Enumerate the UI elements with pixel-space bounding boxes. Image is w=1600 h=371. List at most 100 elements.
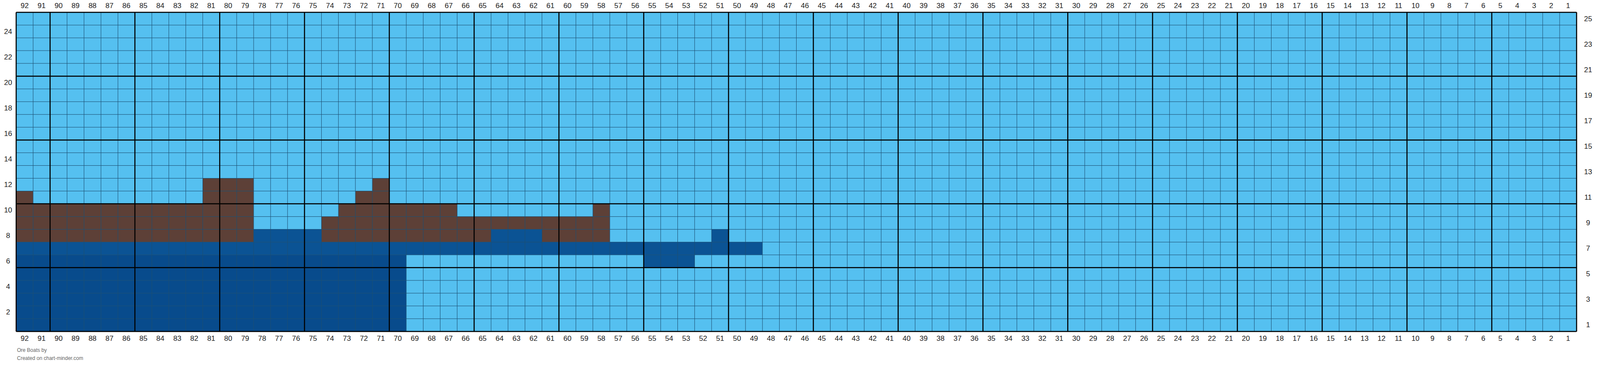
grid-major-line (812, 12, 815, 332)
column-number: 58 (597, 2, 606, 10)
column-number: 78 (257, 335, 266, 343)
column-number: 29 (1089, 335, 1098, 343)
row-number: 14 (4, 155, 13, 163)
row-number: 2 (5, 308, 10, 317)
column-number: 73 (342, 2, 352, 10)
column-number: 79 (241, 335, 250, 343)
column-number: 43 (851, 2, 860, 10)
column-number: 42 (868, 2, 877, 10)
grid-line (16, 216, 1577, 218)
column-number: 91 (37, 2, 46, 10)
row-number: 11 (1584, 194, 1592, 202)
row-number: 24 (4, 28, 13, 36)
column-number: 44 (834, 335, 843, 343)
grid-line (253, 12, 255, 332)
column-number: 72 (360, 335, 369, 343)
grid-line (965, 12, 967, 332)
column-number: 53 (682, 2, 691, 10)
column-number: 86 (122, 2, 131, 10)
grid-major-line (134, 12, 136, 332)
column-number: 28 (1105, 335, 1115, 343)
column-number: 22 (1208, 2, 1217, 10)
column-number: 41 (885, 335, 894, 343)
stitch-block (16, 268, 407, 281)
grid-line (609, 12, 611, 332)
grid-line (32, 12, 34, 332)
column-number: 71 (377, 335, 386, 343)
grid-line (405, 12, 407, 332)
grid-line (626, 12, 627, 332)
grid-line (321, 12, 322, 332)
column-number: 34 (1004, 2, 1013, 10)
column-number: 20 (1241, 2, 1250, 10)
grid-line (847, 12, 848, 332)
column-number: 36 (970, 335, 979, 343)
column-number: 86 (122, 335, 131, 343)
column-number: 76 (291, 2, 300, 10)
row-number: 19 (1584, 91, 1593, 100)
column-number: 31 (1055, 335, 1064, 343)
column-number: 22 (1208, 335, 1217, 343)
column-number: 13 (1360, 2, 1369, 10)
column-number: 51 (716, 2, 725, 10)
grid-line (507, 12, 509, 332)
column-number: 45 (817, 335, 826, 343)
grid-line (185, 12, 186, 332)
grid-line (422, 12, 424, 332)
row-number: 1 (1585, 321, 1590, 329)
column-number: 36 (970, 2, 979, 10)
column-number: 27 (1122, 2, 1132, 10)
grid-line (1220, 12, 1221, 332)
column-number: 8 (1447, 335, 1452, 343)
grid-major-line (388, 12, 391, 332)
grid-major-line (16, 75, 1577, 78)
column-number: 65 (478, 335, 487, 343)
column-number: 39 (919, 335, 928, 343)
grid-line (287, 12, 288, 332)
column-number: 89 (71, 2, 80, 10)
grid-line (863, 12, 865, 332)
row-number: 6 (5, 257, 10, 266)
row-number: 15 (1584, 142, 1593, 151)
column-number: 41 (885, 2, 894, 10)
column-number: 64 (495, 2, 504, 10)
column-number: 91 (37, 335, 46, 343)
column-number: 46 (800, 2, 809, 10)
row-number: 13 (1584, 168, 1593, 176)
grid-line (1033, 12, 1035, 332)
grid-major-line (643, 12, 645, 332)
grid-line (1542, 12, 1543, 332)
grid-line (1457, 12, 1458, 332)
stitch-block (592, 204, 610, 218)
column-number: 72 (360, 2, 369, 10)
stitch-block (16, 255, 407, 269)
column-number: 53 (682, 335, 691, 343)
column-number: 70 (393, 2, 402, 10)
grid-line (491, 12, 492, 332)
column-number: 50 (733, 335, 742, 343)
column-number: 10 (1411, 2, 1420, 10)
row-number: 3 (1585, 296, 1590, 304)
column-number: 59 (580, 335, 589, 343)
grid-major-line (897, 12, 899, 332)
column-number: 62 (529, 335, 538, 343)
column-number: 76 (291, 335, 300, 343)
grid-major-line (16, 139, 1577, 141)
column-number: 33 (1021, 2, 1030, 10)
row-number: 17 (1584, 117, 1593, 125)
grid-line (1423, 12, 1425, 332)
column-number: 26 (1140, 2, 1149, 10)
column-number: 82 (190, 335, 199, 343)
grid-line (1440, 12, 1442, 332)
column-number: 74 (325, 2, 335, 10)
column-number: 61 (546, 335, 555, 343)
grid-line (117, 12, 119, 332)
grid-line (1271, 12, 1272, 332)
grid-line (16, 280, 1577, 281)
column-number: 62 (529, 2, 538, 10)
grid-major-line (16, 331, 1577, 333)
column-number: 32 (1038, 335, 1047, 343)
column-number: 64 (495, 335, 504, 343)
grid-line (1135, 12, 1136, 332)
grid-line (948, 12, 950, 332)
